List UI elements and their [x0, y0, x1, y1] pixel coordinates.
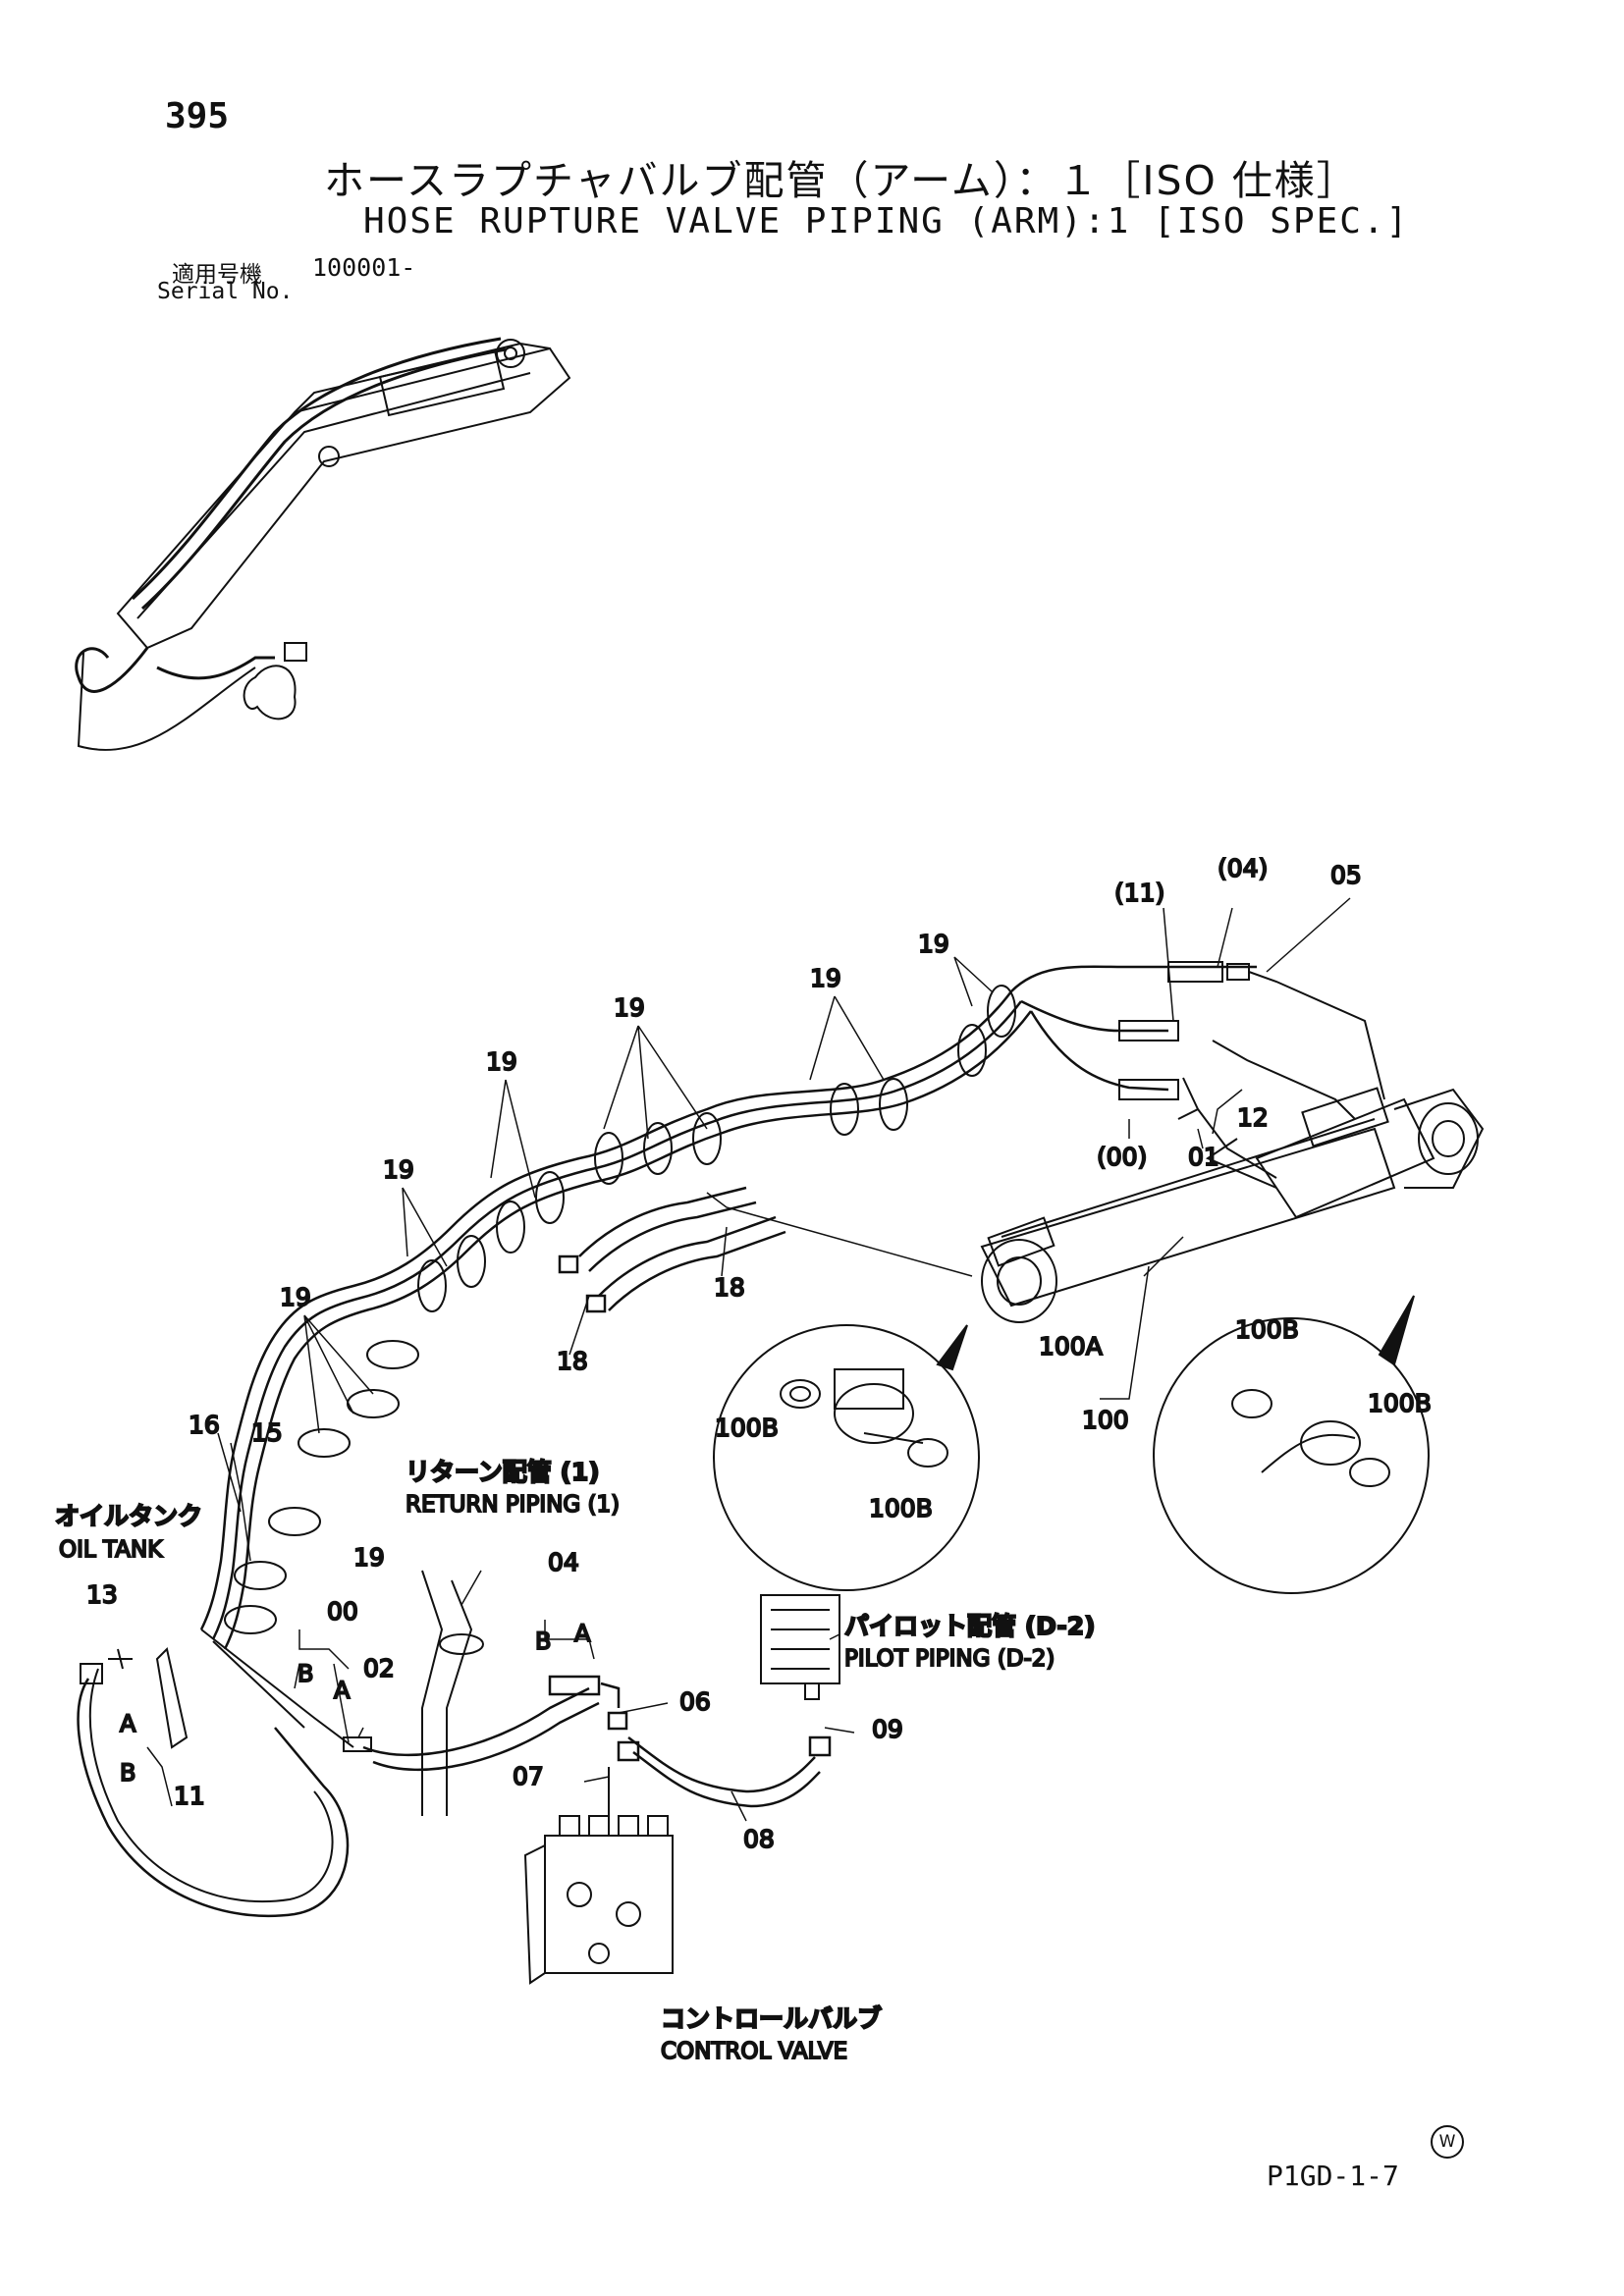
callout-06: 06 [679, 1687, 711, 1716]
callout-19-b: 19 [810, 964, 841, 992]
serial-value: 100001- [312, 253, 416, 282]
callout-100: 100 [1082, 1406, 1129, 1434]
serial-label-jp: 適用号機 [172, 262, 262, 288]
callout-00p: (00) [1097, 1143, 1147, 1171]
label-pilot-en: PILOT PIPING (D-2) [844, 1646, 1055, 1672]
callout-a-left: A [120, 1710, 136, 1737]
callout-19-g: 19 [353, 1543, 385, 1572]
callout-100b-right-b: 100B [1368, 1389, 1432, 1417]
label-oil-tank-jp: オイルタンク [55, 1502, 202, 1530]
label-return-jp: リターン配管 (1) [406, 1458, 600, 1486]
detail-circle-left [713, 1324, 980, 1591]
w-mark: W [1431, 2125, 1464, 2159]
callout-a-00: A [334, 1677, 351, 1704]
arm-overview-illustration [75, 337, 571, 751]
label-pilot-jp: パイロット配管 (D-2) [844, 1612, 1096, 1640]
figure-code: P1GD-1-7 [1267, 2160, 1399, 2192]
callout-11: 11 [174, 1782, 205, 1810]
callout-a-04: A [574, 1620, 591, 1647]
detail-circle-right [1153, 1295, 1430, 1594]
callout-19-a: 19 [918, 930, 949, 958]
oil-tank-side-piping [77, 1570, 484, 1918]
callout-07: 07 [513, 1762, 544, 1790]
page-title-jp: ホースラプチャバルブ配管（アーム）：１［ISO 仕様］ [324, 157, 1359, 204]
callout-b-00: B [298, 1660, 313, 1687]
callout-08: 08 [743, 1825, 775, 1853]
leader-lines [303, 897, 1351, 1434]
callout-00: 00 [327, 1597, 358, 1626]
callout-b-04: B [535, 1628, 551, 1655]
spare-hoses [558, 1186, 786, 1313]
callout-16: 16 [189, 1411, 220, 1439]
lower-hoses [362, 1675, 832, 1808]
callout-18-a: 18 [714, 1273, 745, 1302]
label-control-en: CONTROL VALVE [661, 2039, 847, 2064]
callout-19-d: 19 [486, 1047, 517, 1076]
callout-15: 15 [251, 1418, 283, 1447]
callout-19-e: 19 [383, 1155, 414, 1184]
callout-19-f: 19 [280, 1283, 311, 1311]
callout-01: 01 [1188, 1143, 1219, 1171]
callout-100b-left-a: 100B [715, 1414, 779, 1442]
callout-04: 04 [548, 1548, 579, 1576]
arm-cylinder [980, 1087, 1485, 1323]
label-oil-tank-en: OIL TANK [59, 1537, 163, 1563]
hose-clamps [224, 985, 1016, 1634]
callout-13: 13 [86, 1580, 118, 1609]
part-callouts: (04) 05 (11) 12 (00) 01 19 19 19 19 19 1… [85, 853, 1433, 1854]
hose-bundle [199, 965, 1257, 1650]
fittings-upper [1118, 961, 1385, 1179]
callout-100b-left-b: 100B [869, 1494, 933, 1522]
callout-09: 09 [872, 1715, 903, 1743]
callout-05: 05 [1330, 861, 1362, 889]
pilot-valve-block [760, 1594, 840, 1700]
callout-18-b: 18 [557, 1347, 588, 1375]
serial-label-en: Serial No. [157, 279, 294, 304]
callout-b-left: B [120, 1759, 135, 1787]
callout-12: 12 [1237, 1103, 1269, 1132]
page-title-en: HOSE RUPTURE VALVE PIPING (ARM):1 [ISO S… [363, 201, 1410, 241]
callout-19-c: 19 [614, 993, 645, 1022]
control-valve-body [523, 1767, 674, 1985]
leader-lines-lower [146, 1432, 855, 1822]
callout-100b-right-a: 100B [1235, 1315, 1299, 1344]
callout-11p: (11) [1114, 879, 1164, 907]
callout-02: 02 [363, 1654, 395, 1682]
callout-04p: (04) [1218, 854, 1268, 882]
label-return-en: RETURN PIPING (1) [406, 1492, 620, 1518]
label-control-jp: コントロールバルブ [661, 2004, 882, 2033]
page-number: 395 [165, 96, 230, 136]
callout-100a: 100A [1039, 1332, 1103, 1361]
